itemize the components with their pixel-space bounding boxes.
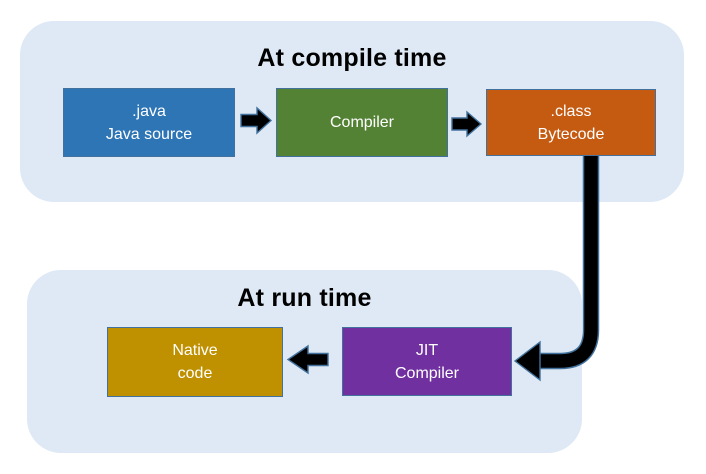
bytecode-node: .class Bytecode — [486, 89, 656, 156]
compiler-label: Compiler — [329, 114, 394, 131]
native-code-node: Native code — [107, 327, 283, 397]
java-source-label-line1: .java — [132, 102, 166, 120]
jit-compiler-node: JIT Compiler — [342, 327, 512, 396]
compile-time-title: At compile time — [257, 44, 447, 72]
jit-compiler-label-line2: Compiler — [394, 364, 459, 382]
jit-compiler-label-line1: JIT — [415, 341, 439, 359]
compiler-node: Compiler — [276, 88, 448, 157]
native-code-label-line1: Native — [172, 342, 218, 359]
java-source-label-line2: Java source — [105, 125, 193, 143]
bytecode-label-line1: .class — [550, 102, 592, 120]
run-time-title: At run time — [237, 284, 372, 312]
java-source-node: .java Java source — [63, 88, 235, 157]
bytecode-label-line2: Bytecode — [537, 125, 605, 143]
native-code-label-line2: code — [177, 365, 213, 382]
